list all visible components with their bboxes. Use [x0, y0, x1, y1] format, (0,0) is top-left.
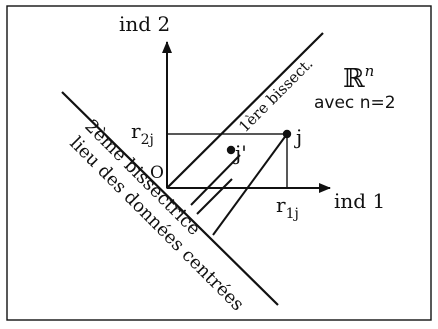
- first-bisector-line: [166, 32, 324, 189]
- point-j-label: j: [294, 125, 302, 149]
- dimension-note: avec n=2: [314, 93, 396, 113]
- x-axis-label: ind 1: [334, 189, 385, 213]
- point-j: [282, 129, 292, 139]
- figure-frame: [6, 5, 432, 321]
- second-bisector-line: [61, 91, 279, 306]
- origin-label: O: [150, 163, 164, 183]
- first-bisector-label: 1ère bissect.: [235, 54, 316, 135]
- coordinate-rectangle: [166, 133, 288, 189]
- projection-line-3: [212, 133, 288, 236]
- point-j-prime-label: j': [233, 141, 247, 165]
- y-axis-label: ind 2: [119, 12, 170, 36]
- x-tick-label: r1j: [276, 193, 299, 222]
- real-space-symbol: ℝn: [343, 62, 374, 94]
- y-tick-label: r2j: [131, 119, 154, 148]
- point-j-prime: [226, 145, 236, 155]
- projection-line-2: [196, 178, 233, 215]
- projection-line-1: [190, 154, 241, 206]
